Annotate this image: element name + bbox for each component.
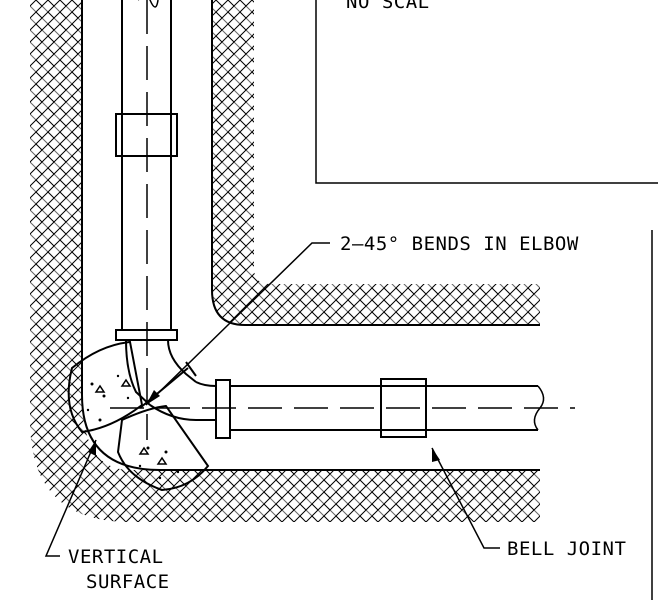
horizontal-flange (215, 379, 231, 439)
scale-label: NO SCAL (346, 0, 430, 13)
bends-label: 2–45° BENDS IN ELBOW (340, 233, 579, 255)
horizontal-pipe (110, 378, 575, 439)
thrust-block-upper (67, 340, 144, 434)
vertical-surface-label-line2: SURFACE (86, 571, 170, 593)
notes-box-border (315, 0, 658, 184)
outer-soil-band (30, 0, 540, 522)
vertical-pipe (115, 0, 178, 440)
bell-joint-label: BELL JOINT (507, 538, 626, 560)
thrust-block (67, 340, 210, 492)
thrust-block-lower (116, 404, 210, 492)
horizontal-bell-joint (380, 378, 427, 438)
inner-soil-band (212, 0, 540, 325)
trench-edges (81, 0, 540, 471)
soil-hatch (30, 0, 540, 522)
vertical-surface-label-line1: VERTICAL (68, 546, 164, 568)
leaders (44, 242, 500, 557)
